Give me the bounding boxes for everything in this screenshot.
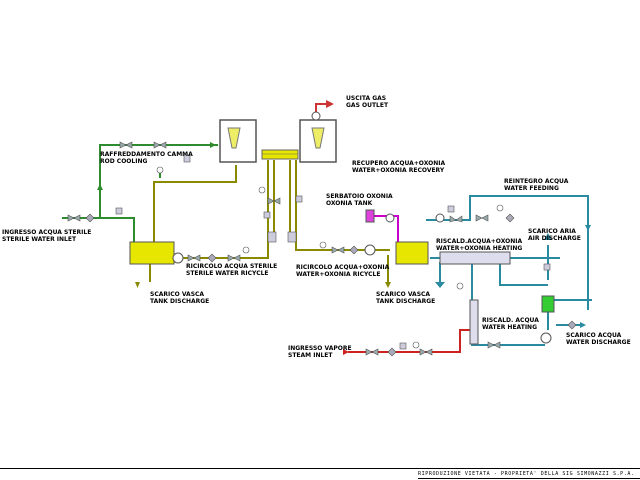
pump-icon xyxy=(172,252,184,264)
funnel-right-icon xyxy=(311,127,325,149)
tank-discharge-1-label: SCARICO VASCA TANK DISCHARGE xyxy=(150,291,209,305)
gas-outlet-fan-icon xyxy=(311,111,321,121)
label-en: TANK DISCHARGE xyxy=(376,298,436,305)
label-en: OXONIA TANK xyxy=(326,200,373,207)
flow-arrow xyxy=(135,282,140,288)
heat-exchanger-vertical xyxy=(469,299,479,345)
oxonia-line xyxy=(372,215,399,242)
sterile-recycle-label: RICIRCOLO ACQUA STERILE STERILE WATER RI… xyxy=(186,263,277,277)
label-en: WATER+OXONIA RECOVERY xyxy=(352,167,445,174)
heating-ox-label: RISCALD.ACQUA+OXONIA WATER+OXONIA HEATIN… xyxy=(436,238,522,252)
flow-arrow xyxy=(435,282,445,288)
label-it: RISCALD. ACQUA xyxy=(482,317,539,324)
oxonia-tank xyxy=(365,209,375,223)
label-en: WATER FEEDING xyxy=(504,185,559,192)
label-it: RICIRCOLO ACQUA+OXONIA xyxy=(296,264,390,271)
pump-icon xyxy=(364,244,376,256)
label-en: GAS OUTLET xyxy=(346,102,389,109)
feeding-label: REINTEGRO ACQUA WATER FEEDING xyxy=(504,178,568,192)
air-vent-icon xyxy=(544,233,552,240)
label-it: REINTEGRO ACQUA xyxy=(504,178,569,185)
label-en: ROD COOLING xyxy=(100,158,148,165)
label-it: RICIRCOLO ACQUA STERILE xyxy=(186,263,278,270)
sterile-inlet-label: INGRESSO ACQUA STERILE STERILE WATER INL… xyxy=(2,229,91,243)
label-en: STERILE WATER RICYCLE xyxy=(186,270,269,277)
flow-arrow xyxy=(385,282,391,288)
tank-discharge-2-label: SCARICO VASCA TANK DISCHARGE xyxy=(376,291,435,305)
label-it: USCITA GAS xyxy=(346,95,387,102)
air-discharge-label: SCARICO ARIA AIR DISCHARGE xyxy=(528,228,581,242)
label-en: WATER HEATING xyxy=(482,324,537,331)
oxonia-pump-icon xyxy=(385,213,395,223)
pump-icon xyxy=(435,213,445,223)
gauges xyxy=(156,166,504,349)
rod-cooling-label: RAFFREDDAMENTO CAMMA ROD COOLING xyxy=(100,151,193,165)
funnel-left-icon xyxy=(227,127,241,149)
water-heating-label: RISCALD. ACQUA WATER HEATING xyxy=(482,317,539,331)
flow-arrow xyxy=(585,225,591,231)
flow-arrow xyxy=(343,349,349,355)
frame-divider xyxy=(0,468,640,469)
label-it: RISCALD.ACQUA+OXONIA xyxy=(436,238,523,245)
ox-recycle-label: RICIRCOLO ACQUA+OXONIA WATER+OXONIA RICY… xyxy=(296,264,389,278)
pump-icon xyxy=(540,332,552,344)
label-it: INGRESSO ACQUA STERILE xyxy=(2,229,92,236)
sterile-water-tank xyxy=(129,241,175,265)
copyright-footer: RIPRODUZIONE VIETATA - PROPRIETA' DELLA … xyxy=(418,471,635,477)
water-tank-green xyxy=(541,295,555,313)
steam-line xyxy=(348,329,472,353)
oxonia-tank-label: SERBATOIO OXONIA OXONIA TANK xyxy=(326,193,393,207)
frame-divider xyxy=(418,478,640,479)
valves xyxy=(67,141,501,356)
label-it: INGRESSO VAPORE xyxy=(288,345,352,352)
manifold xyxy=(261,149,299,160)
label-en: STERILE WATER INLET xyxy=(2,236,77,243)
label-en: TANK DISCHARGE xyxy=(150,298,210,305)
flow-arrow xyxy=(210,142,216,148)
label-en: WATER DISCHARGE xyxy=(566,339,631,346)
label-it: SERBATOIO OXONIA xyxy=(326,193,393,200)
label-it: SCARICO VASCA xyxy=(150,291,205,298)
label-it: SCARICO ACQUA xyxy=(566,332,622,339)
chamber-left xyxy=(219,119,257,163)
transmitters xyxy=(115,154,551,350)
gas-arrow-icon xyxy=(326,100,334,108)
label-en: WATER+OXONIA HEATING xyxy=(436,245,523,252)
instruments xyxy=(85,213,577,357)
discharge-arrow-icon xyxy=(580,322,586,328)
label-it: RAFFREDDAMENTO CAMMA xyxy=(100,151,193,158)
recovery-label: RECUPERO ACQUA+OXONIA WATER+OXONIA RECOV… xyxy=(352,160,445,174)
label-en: AIR DISCHARGE xyxy=(528,235,581,242)
label-it: SCARICO ARIA xyxy=(528,228,576,235)
label-en: STEAM INLET xyxy=(288,352,333,359)
gas-outlet-label: USCITA GAS GAS OUTLET xyxy=(346,95,388,109)
oxonia-water-tank xyxy=(395,241,429,265)
steam-inlet-label: INGRESSO VAPORE STEAM INLET xyxy=(288,345,352,359)
water-discharge-label: SCARICO ACQUA WATER DISCHARGE xyxy=(566,332,631,346)
flow-arrow xyxy=(97,184,103,190)
label-it: SCARICO VASCA xyxy=(376,291,431,298)
label-en: WATER+OXONIA RICYCLE xyxy=(296,271,381,278)
label-it: RECUPERO ACQUA+OXONIA xyxy=(352,160,446,167)
heat-exchanger-top xyxy=(439,251,511,265)
